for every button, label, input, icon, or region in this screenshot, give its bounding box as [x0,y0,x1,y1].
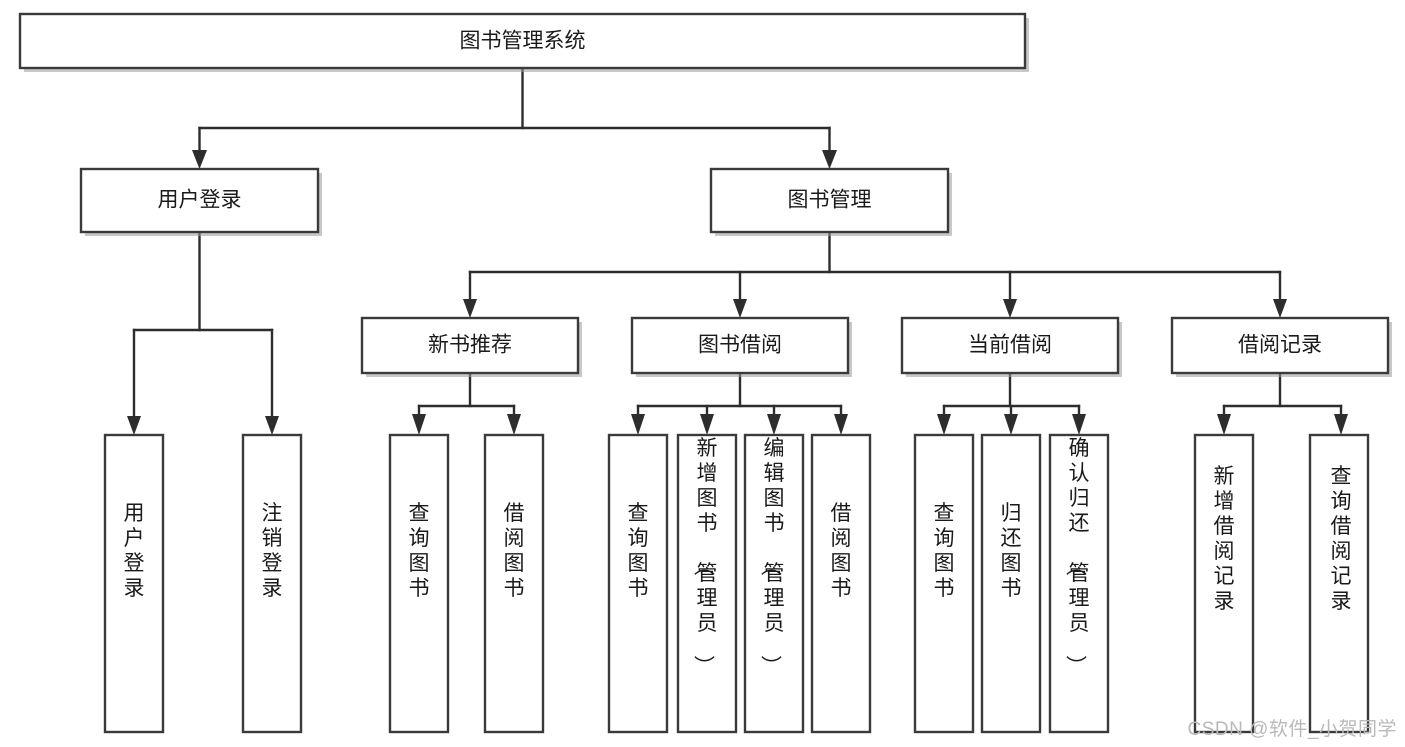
node-rect [607,433,669,734]
node-rect [1308,433,1370,734]
arrow-head-icon [1003,299,1017,318]
node-leaf-confirm-return-admin[interactable]: 确认归还（管理员） [1048,433,1110,734]
node-rect [1048,433,1110,734]
arrow-head-icon [937,414,951,435]
node-user-login[interactable]: 用户登录 [79,167,322,236]
node-label: 图书借阅 [698,334,782,357]
node-label: 确认归还（管理员） [1064,437,1090,676]
arrow-head-icon [1334,414,1348,435]
node-label: 新书推荐 [428,334,512,357]
node-rect [709,167,950,234]
node-label: 用户登录 [124,502,145,600]
node-label: 用户登录 [158,189,242,212]
arrow-head-icon [1273,299,1287,318]
node-label: 查询图书 [934,502,955,600]
node-label: 查询图书 [628,502,649,600]
node-leaf-query-book-borrow[interactable]: 查询图书 [607,433,669,734]
node-leaf-query-book-current[interactable]: 查询图书 [913,433,975,734]
node-label: 借阅图书 [504,502,525,600]
node-leaf-logout[interactable]: 注销登录 [241,433,303,734]
node-leaf-query-borrow-record[interactable]: 查询借阅记录 [1308,433,1370,734]
node-label: 新增图书（管理员） [692,437,718,676]
arrow-head-icon [1004,414,1018,435]
arrow-head-icon [822,150,837,169]
node-rect [388,433,450,734]
connector-layer [127,66,1348,435]
node-rect [630,316,850,375]
node-rect [18,12,1027,70]
node-rect [483,433,545,734]
node-label: 图书管理系统 [460,30,586,53]
node-label: 新增借阅记录 [1214,465,1235,613]
node-label: 图书管理 [788,189,872,212]
node-rect [810,433,872,734]
node-rect [103,433,165,734]
node-current-borrow[interactable]: 当前借阅 [900,316,1122,377]
node-rect [913,433,975,734]
arrow-head-icon [834,414,848,435]
node-borrow-record[interactable]: 借阅记录 [1170,316,1392,377]
leaf-layer: 用户登录 注销登录 查询图书 借阅图书 查询图书 新增图书（管理员） [103,433,1370,734]
node-rect [1193,433,1255,734]
node-rect [79,167,320,234]
node-label: 当前借阅 [968,334,1052,357]
node-leaf-user-login[interactable]: 用户登录 [103,433,165,734]
arrow-head-icon [700,414,714,435]
node-rect [360,316,580,375]
arrow-head-icon [463,299,477,318]
arrow-head-icon [1072,414,1086,435]
node-leaf-borrow-book-nbr[interactable]: 借阅图书 [483,433,545,734]
node-book-management[interactable]: 图书管理 [709,167,952,236]
watermark: CSDN @软件_小贺同学 [1187,719,1397,740]
node-label: 查询图书 [409,502,430,600]
node-rect [743,433,805,734]
arrow-head-icon [507,414,521,435]
arrow-head-icon [127,416,141,435]
arrow-head-icon [1217,414,1231,435]
arrow-head-icon [631,414,645,435]
node-rect [900,316,1120,375]
node-label: 编辑图书（管理员） [759,437,785,676]
arrow-head-icon [412,414,426,435]
node-label: 查询借阅记录 [1331,465,1352,613]
node-rect [1170,316,1390,375]
node-label: 注销登录 [262,502,283,600]
node-rect [676,433,738,734]
node-leaf-query-book-nbr[interactable]: 查询图书 [388,433,450,734]
node-leaf-add-book-admin[interactable]: 新增图书（管理员） [676,433,738,734]
node-leaf-edit-book-admin[interactable]: 编辑图书（管理员） [743,433,805,734]
node-label: 借阅图书 [831,502,852,600]
node-rect [980,433,1042,734]
node-label: 归还图书 [1001,502,1022,600]
node-leaf-borrow-book[interactable]: 借阅图书 [810,433,872,734]
node-new-book-recommend[interactable]: 新书推荐 [360,316,582,377]
node-root[interactable]: 图书管理系统 [18,12,1029,72]
arrow-head-icon [192,150,207,169]
node-book-borrow[interactable]: 图书借阅 [630,316,852,377]
arrow-head-icon [265,416,279,435]
node-label: 借阅记录 [1238,334,1322,357]
node-leaf-return-book[interactable]: 归还图书 [980,433,1042,734]
arrow-head-icon [767,414,781,435]
node-leaf-add-borrow-record[interactable]: 新增借阅记录 [1193,433,1255,734]
node-rect [241,433,303,734]
arrow-head-icon [733,299,747,318]
